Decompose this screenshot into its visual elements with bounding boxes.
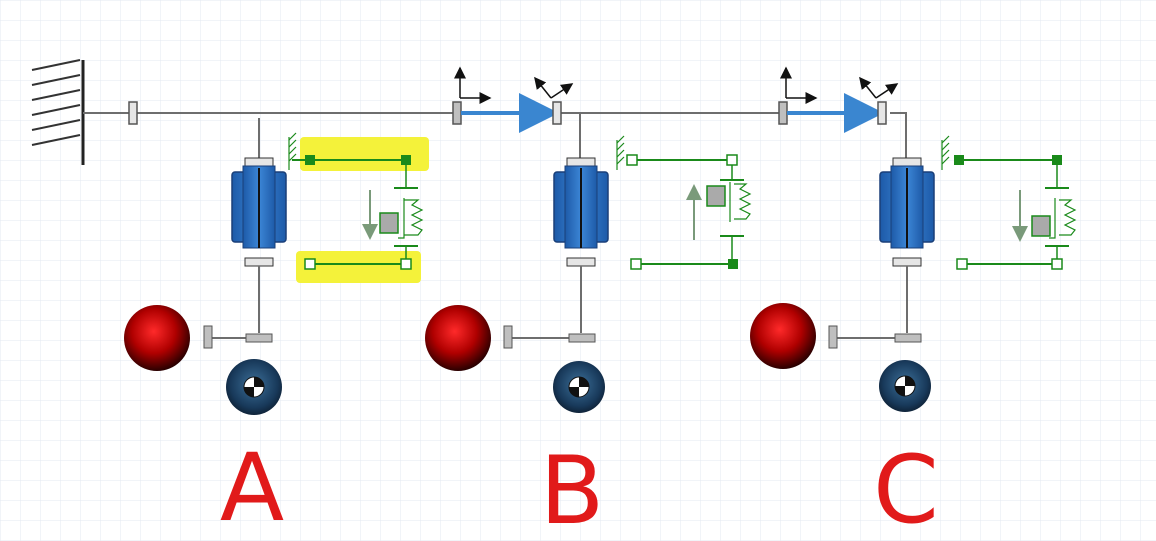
frame-axes-icon: [454, 66, 492, 104]
mass-sphere-icon[interactable]: [750, 303, 816, 369]
rigid-transform-2[interactable]: [778, 93, 887, 133]
subsystem-label-a: A: [220, 434, 284, 541]
spring-damper-icon[interactable]: [288, 132, 424, 270]
mass-sphere-icon[interactable]: [124, 305, 190, 371]
mass-sphere-icon[interactable]: [425, 305, 491, 371]
center-of-mass-icon[interactable]: [226, 359, 282, 415]
center-of-mass-icon[interactable]: [879, 360, 931, 412]
subsystem-label-c: C: [873, 436, 939, 541]
body-port[interactable]: [568, 333, 596, 343]
spring-damper-icon[interactable]: [616, 135, 752, 270]
highlight-bottom-a: [296, 251, 421, 283]
frame-axes-icon: [534, 76, 574, 99]
body-port[interactable]: [245, 333, 273, 343]
rail-port[interactable]: [128, 101, 138, 125]
body-port[interactable]: [894, 333, 922, 343]
center-of-mass-icon[interactable]: [553, 361, 605, 413]
mass-port[interactable]: [503, 325, 513, 349]
prismatic-joint-icon[interactable]: [553, 157, 609, 267]
highlight-top-a: [300, 137, 429, 171]
prismatic-joint-icon[interactable]: [231, 157, 287, 267]
mass-port[interactable]: [203, 325, 213, 349]
spring-damper-icon[interactable]: [941, 135, 1077, 270]
frame-axes-icon: [859, 76, 899, 99]
subsystem-label-b: B: [540, 437, 605, 541]
prismatic-joint-icon[interactable]: [879, 157, 935, 267]
rigid-transform-1[interactable]: [452, 93, 562, 133]
mass-port[interactable]: [828, 325, 838, 349]
frame-axes-icon: [780, 66, 818, 104]
